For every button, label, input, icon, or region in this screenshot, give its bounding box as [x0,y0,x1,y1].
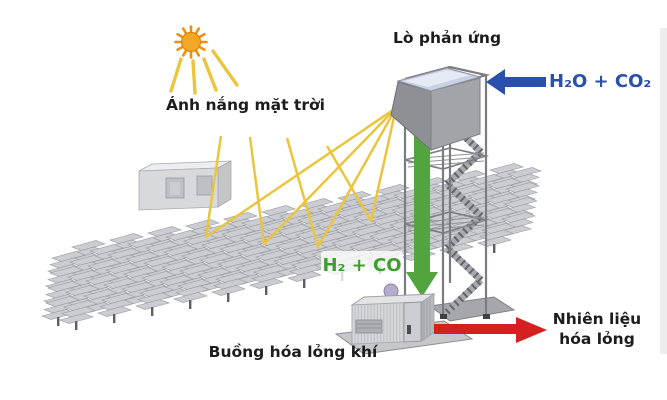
control-building [138,160,232,211]
reactor-label: Lò phản ứng [392,29,502,47]
reactor-receiver [390,67,482,152]
container-door [403,301,422,343]
fuel-arrow [434,317,547,343]
sunbeam-rays [169,49,239,95]
feed-gas-arrow [486,69,546,95]
door-handle-icon [407,325,411,334]
concentrated-rays [204,106,398,249]
syngas-arrow [406,118,438,297]
image-edge-strip [660,28,667,354]
sun-core-icon [180,31,202,53]
liquefaction-container [350,283,436,345]
syngas-label: H₂ + CO [321,251,403,281]
vent-grille-icon [355,319,383,334]
liquid-fuel-label: Nhiên liệu hóa lỏng [552,310,642,349]
sunlight-label: Ánh nắng mặt trời [166,96,325,114]
liquefaction-chamber-label: Buồng hóa lỏng khí [208,343,378,361]
feed-gas-label: H₂O + CO₂ [549,71,652,92]
